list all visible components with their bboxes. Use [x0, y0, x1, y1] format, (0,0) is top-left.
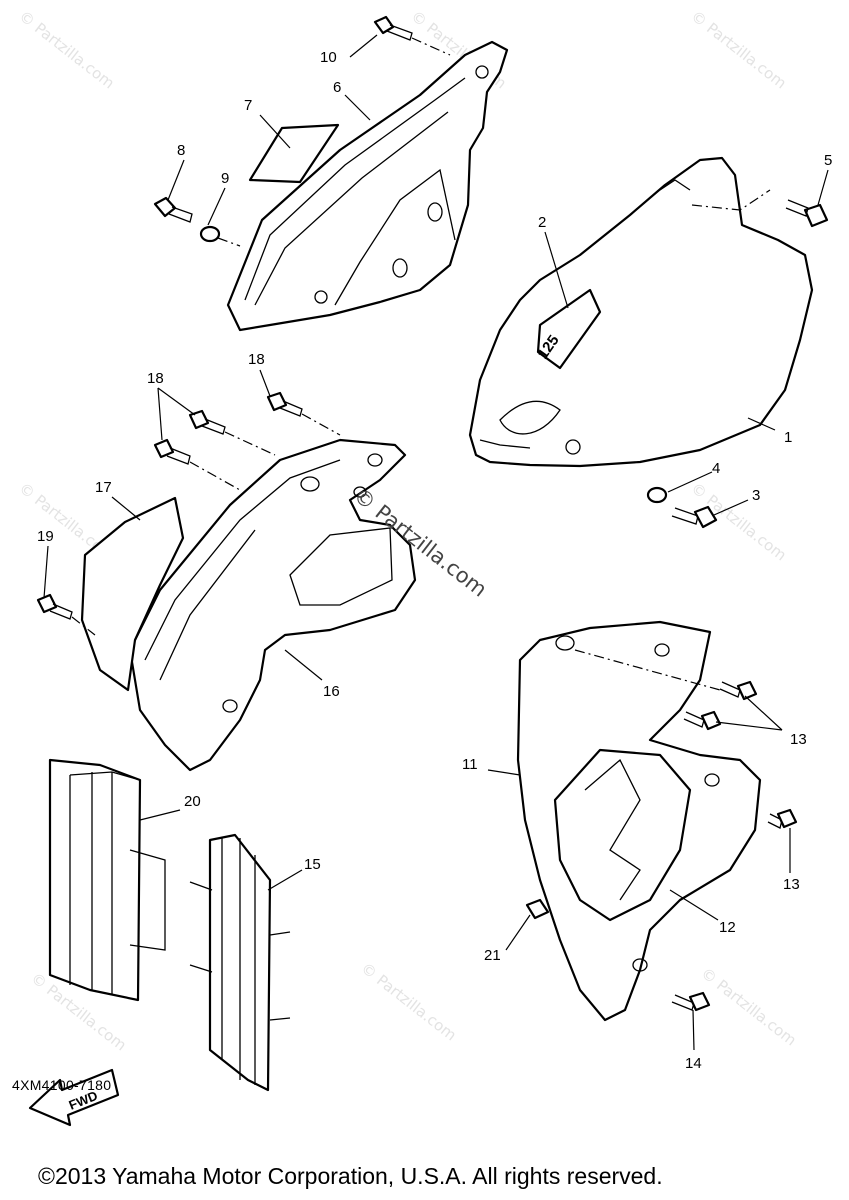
part-3-bolt	[671, 505, 718, 529]
watermark-tile: © Partzilla.com	[698, 964, 800, 1049]
callout-14: 14	[685, 1055, 702, 1072]
part-18-bolt	[188, 409, 276, 456]
part-13-bolt	[767, 808, 798, 829]
callout-15: 15	[304, 856, 321, 873]
watermark-tile: © Partzilla.com	[16, 7, 118, 92]
callout-1: 1	[784, 429, 792, 446]
fwd-arrow-icon: FWD	[28, 1068, 120, 1127]
callout-7: 7	[244, 97, 252, 114]
diagram-code: 4XM4100-7180	[12, 1077, 112, 1093]
callout-13b: 13	[783, 876, 800, 893]
callout-16: 16	[323, 683, 340, 700]
callout-13a: 13	[790, 731, 807, 748]
part-18-bolt	[266, 391, 341, 436]
callout-12: 12	[719, 919, 736, 936]
callout-18b: 18	[248, 351, 265, 368]
callout-21: 21	[484, 947, 501, 964]
part-13-bolt	[719, 680, 758, 701]
part-7-pad	[248, 123, 340, 184]
part-5-bolt	[785, 199, 829, 228]
callout-17: 17	[95, 479, 112, 496]
part-9-collar	[199, 225, 241, 247]
part-12-decal	[553, 748, 692, 922]
callout-numbers: 1 2 4 3 5 6 7 8 9 10 11 12 13 13 14 15 1…	[37, 49, 832, 1072]
part-8-bolt	[153, 196, 193, 223]
callout-6: 6	[333, 79, 341, 96]
callout-8: 8	[177, 142, 185, 159]
callout-20: 20	[184, 793, 201, 810]
callout-19: 19	[37, 528, 54, 545]
part-14-bolt	[671, 991, 711, 1012]
part-10-bolt	[373, 15, 451, 56]
part-20-radiator-guard	[48, 758, 166, 1002]
copyright-notice: ©2013 Yamaha Motor Corporation, U.S.A. A…	[38, 1163, 663, 1189]
callout-9: 9	[221, 170, 229, 187]
callout-11: 11	[462, 756, 478, 773]
part-18-bolt	[153, 438, 241, 491]
watermark-tile: © Partzilla.com	[358, 959, 460, 1044]
part-21-nut	[525, 898, 550, 920]
part-15-louver	[189, 833, 291, 1092]
part-19-bolt	[36, 593, 96, 636]
part-17-panel	[80, 496, 185, 692]
callout-18a: 18	[147, 370, 164, 387]
watermark-tile: © Partzilla.com	[688, 7, 790, 92]
callout-5: 5	[824, 152, 832, 169]
part-4-collar	[646, 486, 668, 504]
part-1-side-cover: 125	[468, 156, 814, 468]
part-13-bolt	[683, 710, 722, 731]
callout-2: 2	[538, 214, 546, 231]
callout-3: 3	[752, 487, 760, 504]
callout-10: 10	[320, 49, 337, 66]
part-6-side-cover	[226, 40, 509, 332]
leader-lines	[43, 34, 829, 1051]
part-16-shroud	[128, 438, 417, 772]
callout-4: 4	[712, 460, 720, 477]
